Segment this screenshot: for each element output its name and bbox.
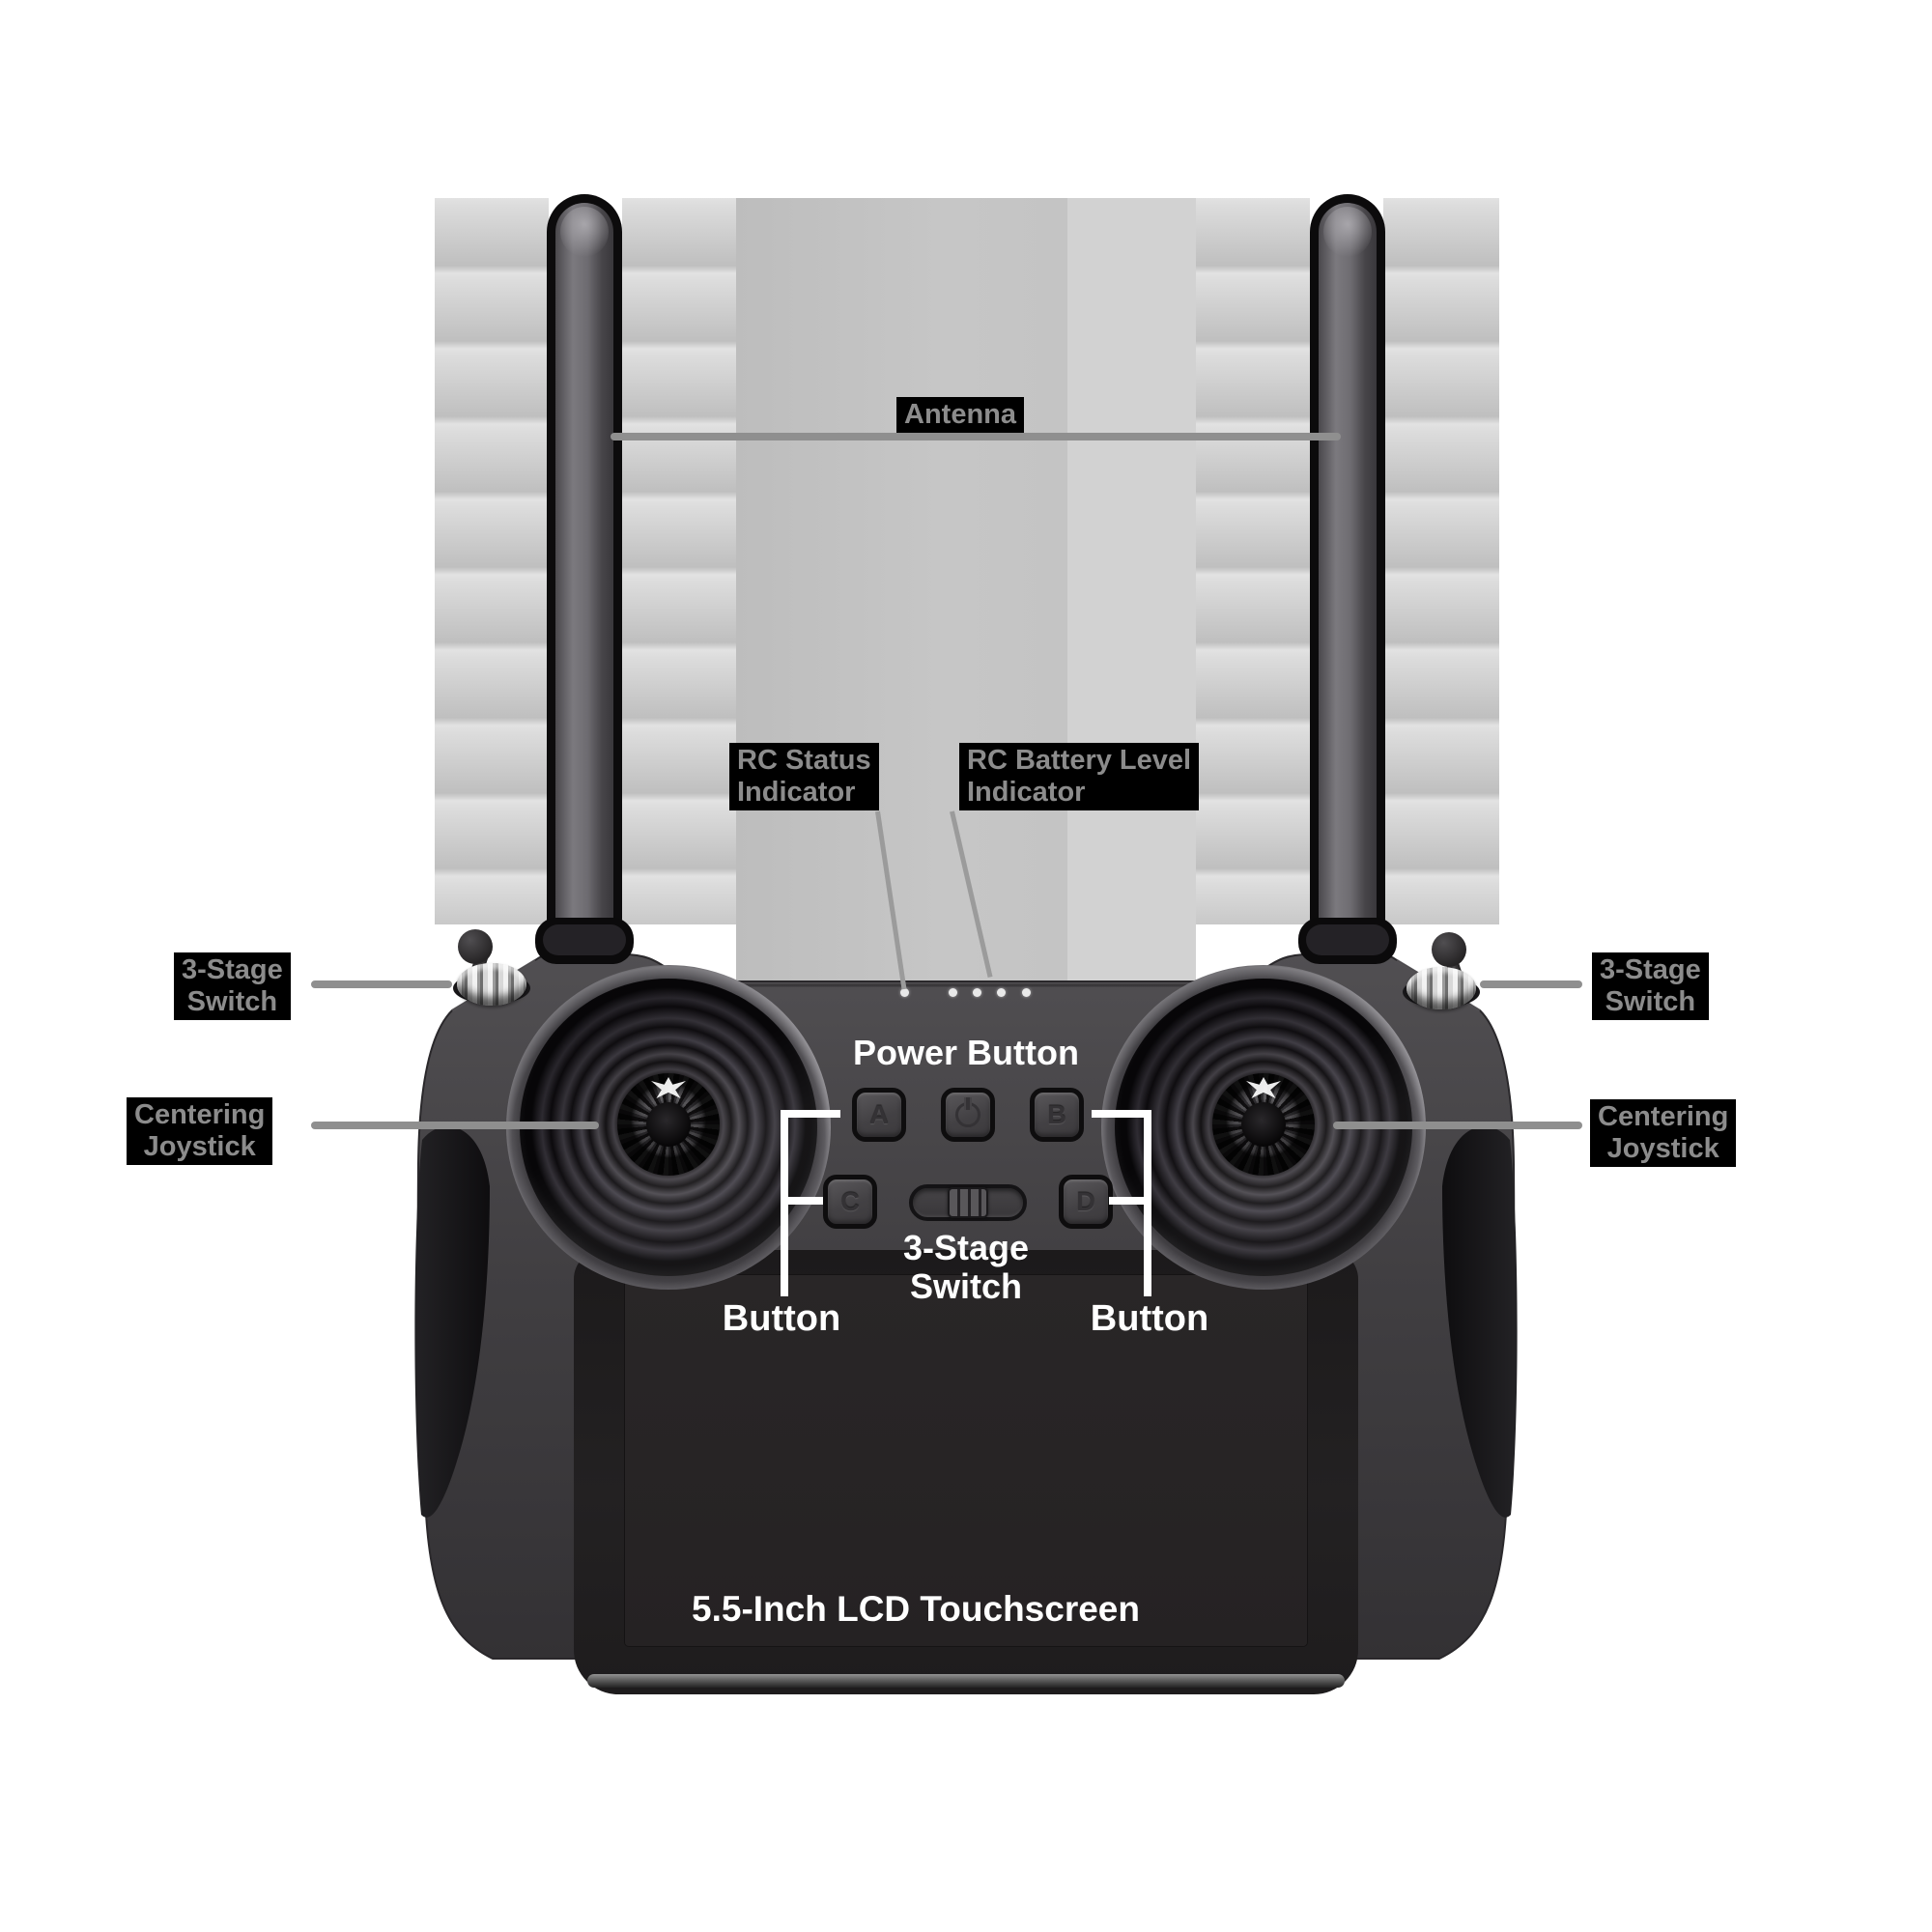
joystick-left-label: Centering Joystick — [127, 1097, 273, 1165]
button-right-bracket-top — [1092, 1110, 1148, 1118]
joystick-cap-core — [1241, 1102, 1286, 1147]
button-a: A — [852, 1088, 906, 1142]
joystick-right-line1: Centering — [1598, 1101, 1729, 1132]
antenna-right-icon — [1310, 194, 1385, 956]
button-b: B — [1030, 1088, 1084, 1142]
battery-led-2 — [973, 988, 981, 997]
antenna-label: Antenna — [896, 397, 1024, 433]
switch-right-callout-line — [1480, 980, 1582, 988]
button-right-bracket-stem — [1144, 1110, 1151, 1296]
battery-led-4 — [1022, 988, 1031, 997]
rc-battery-indicator-label: RC Battery Level Indicator — [959, 743, 1200, 810]
button-left-label: Button — [722, 1298, 841, 1339]
rc-status-line2: Indicator — [737, 777, 856, 808]
switch-left-line1: 3-Stage — [182, 954, 283, 985]
toggle-switch-left-nut — [457, 963, 526, 1006]
switch-center-line1: 3-Stage — [902, 1228, 1030, 1267]
joystick-cap-core — [646, 1102, 691, 1147]
antenna-callout-line — [611, 433, 1341, 440]
joystick-right-label: Centering Joystick — [1590, 1099, 1737, 1167]
joystick-left-line1: Centering — [134, 1099, 266, 1130]
button-left-bracket-top — [784, 1110, 840, 1118]
checker-light-column — [1067, 198, 1196, 1005]
joystick-right-callout-line — [1333, 1122, 1582, 1129]
antenna-hinge-left — [535, 918, 634, 964]
battery-led-3 — [997, 988, 1006, 997]
button-right-bracket-mid — [1109, 1197, 1148, 1205]
power-button-label: Power Button — [853, 1033, 1079, 1072]
button-c: C — [823, 1175, 877, 1229]
joystick-left-line2: Joystick — [143, 1131, 256, 1162]
toggle-switch-right-nut — [1406, 967, 1476, 1009]
power-button — [941, 1088, 995, 1142]
switch-left-line2: Switch — [186, 986, 278, 1017]
switch-right-line2: Switch — [1605, 986, 1696, 1017]
button-left-bracket-mid — [784, 1197, 823, 1205]
side-grip-left — [414, 1125, 490, 1518]
touchscreen-label: 5.5-Inch LCD Touchscreen — [692, 1589, 1140, 1629]
checker-band-left-inner — [622, 198, 736, 924]
three-stage-switch-knob — [948, 1187, 988, 1218]
switch-right-line1: 3-Stage — [1600, 954, 1701, 985]
battery-led-1 — [949, 988, 957, 997]
power-icon — [955, 1102, 980, 1127]
checker-band-left-outer — [435, 198, 549, 924]
switch-center-label: 3-Stage Switch — [903, 1229, 1029, 1306]
switch-center-line2: Switch — [909, 1266, 1023, 1306]
rc-status-indicator-label: RC Status Indicator — [729, 743, 879, 810]
joystick-right-line2: Joystick — [1606, 1133, 1719, 1164]
checker-band-right-outer — [1383, 198, 1499, 924]
switch-left-callout-line — [311, 980, 452, 988]
switch-right-label: 3-Stage Switch — [1592, 952, 1709, 1020]
toggle-switch-right-cap — [1432, 932, 1466, 967]
button-d: D — [1059, 1175, 1113, 1229]
rc-battery-line2: Indicator — [967, 777, 1086, 808]
rc-status-led — [900, 988, 909, 997]
touchscreen-display — [625, 1275, 1307, 1646]
joystick-left-callout-line — [311, 1122, 599, 1129]
toggle-switch-left-cap — [458, 929, 493, 964]
checker-band-right-inner — [1196, 198, 1310, 924]
antenna-hinge-right — [1298, 918, 1397, 964]
antenna-left-icon — [547, 194, 622, 956]
side-grip-right — [1442, 1125, 1518, 1518]
screen-bottom-trim — [587, 1674, 1345, 1688]
switch-left-label: 3-Stage Switch — [174, 952, 291, 1020]
rc-status-line1: RC Status — [737, 745, 871, 776]
button-right-label: Button — [1090, 1298, 1209, 1339]
rc-battery-line1: RC Battery Level — [967, 745, 1192, 776]
